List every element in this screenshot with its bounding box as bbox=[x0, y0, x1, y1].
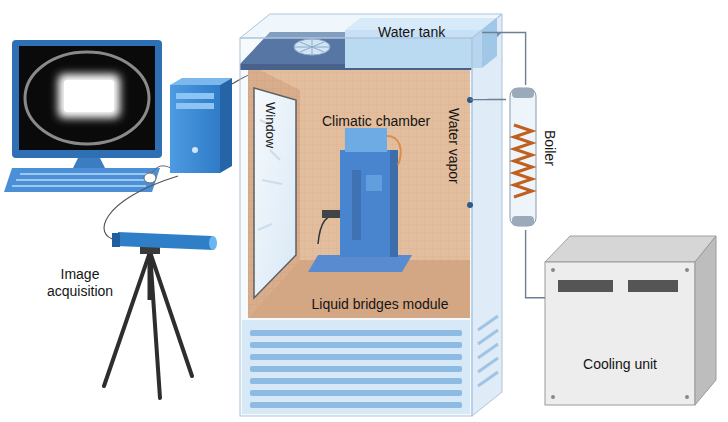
camera-tripod bbox=[104, 232, 217, 398]
window-pane: Window bbox=[254, 96, 296, 252]
tube-connector bbox=[526, 230, 545, 298]
camera-label: Image acquisition bbox=[40, 266, 120, 300]
cooling-unit-box bbox=[545, 236, 716, 405]
module-box: Liquid bridges module bbox=[298, 130, 462, 316]
vapor-label: Water vapor bbox=[445, 108, 462, 184]
chamber-region: Climatic chamber WindowLiquid bridges mod… bbox=[248, 64, 470, 318]
node-text: Cooling unit bbox=[545, 356, 695, 373]
boiler-box: Boiler bbox=[506, 85, 562, 230]
glass-enclosure bbox=[240, 14, 502, 416]
boiler-tube bbox=[510, 88, 536, 226]
computer-tower bbox=[170, 78, 232, 173]
node-text: Window bbox=[262, 102, 278, 148]
node-text: Boiler bbox=[541, 130, 558, 166]
tube-connector bbox=[470, 99, 506, 100]
node-text: Climatic chamber bbox=[322, 113, 430, 130]
node-text: Liquid bridges module bbox=[298, 296, 462, 313]
tube-connector bbox=[482, 33, 526, 86]
cooling-unit: Cooling unit bbox=[545, 262, 695, 405]
keyboard bbox=[4, 166, 176, 192]
computer-monitor bbox=[12, 40, 162, 168]
water-tank: Water tank bbox=[345, 19, 482, 69]
node-text: Water tank bbox=[378, 24, 445, 41]
signal-wires bbox=[104, 74, 252, 240]
